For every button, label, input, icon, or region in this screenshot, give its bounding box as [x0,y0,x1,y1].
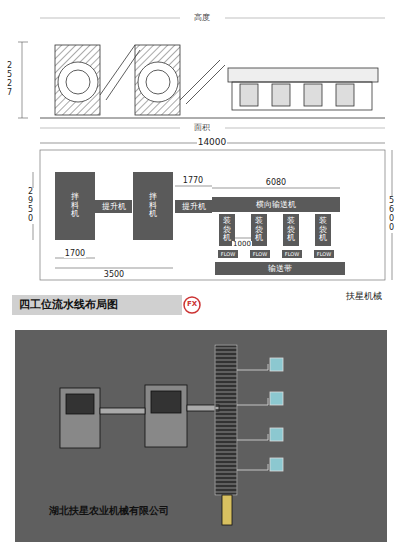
machine-box: 横向输送机 [212,197,340,212]
dimension-label: 3500 [103,271,125,279]
brand-mark: FX [186,301,198,308]
caption: 四工位流水线布局图 [18,299,119,310]
dimension-label: 1700 [64,250,86,258]
machine-label: 拌料机 [149,193,157,219]
machine-box: FLOW [314,250,334,258]
machine-box: 输送带 [215,262,345,275]
dimension-label: 高度 [193,14,211,22]
machine-label: 拌料机 [71,193,79,219]
dimension-label: 面积 [193,124,211,132]
machine-box: 提升机 [175,200,212,213]
machine-label: 提升机 [182,201,206,212]
machine-label: FLOW [221,251,235,257]
machine-label: 装袋机 [223,217,231,243]
brand-mark: 扶星机械 [345,292,383,301]
machine-label: 装袋机 [255,217,263,243]
machine-label: 输送带 [268,263,292,274]
machine-box: 装袋机 [251,214,267,246]
dimension-label: 1770 [182,177,204,185]
dimension-label: 2950 [27,188,37,223]
dimension-label: 2527 [6,62,16,97]
machine-label: 横向输送机 [256,199,296,210]
machine-box: FLOW [218,250,238,258]
machine-box: 装袋机 [283,214,299,246]
machine-box: 装袋机 [315,214,331,246]
machine-box: FLOW [250,250,270,258]
machine-label: 装袋机 [319,217,327,243]
machine-box: 拌料机 [133,172,173,240]
dimension-label: 14000 [197,138,228,147]
dimension-label: 6080 [265,179,287,187]
machine-box: 提升机 [95,200,132,213]
machine-label: FLOW [317,251,331,257]
dimension-label: 1000 [232,241,252,248]
machine-label: FLOW [285,251,299,257]
dimension-label: 5600 [388,197,398,232]
machine-label: FLOW [253,251,267,257]
company-name: 湖北扶星农业机械有限公司 [48,506,170,516]
machine-box: 拌料机 [55,172,95,240]
machine-label: 提升机 [102,201,126,212]
machine-label: 装袋机 [287,217,295,243]
machine-box: FLOW [282,250,302,258]
